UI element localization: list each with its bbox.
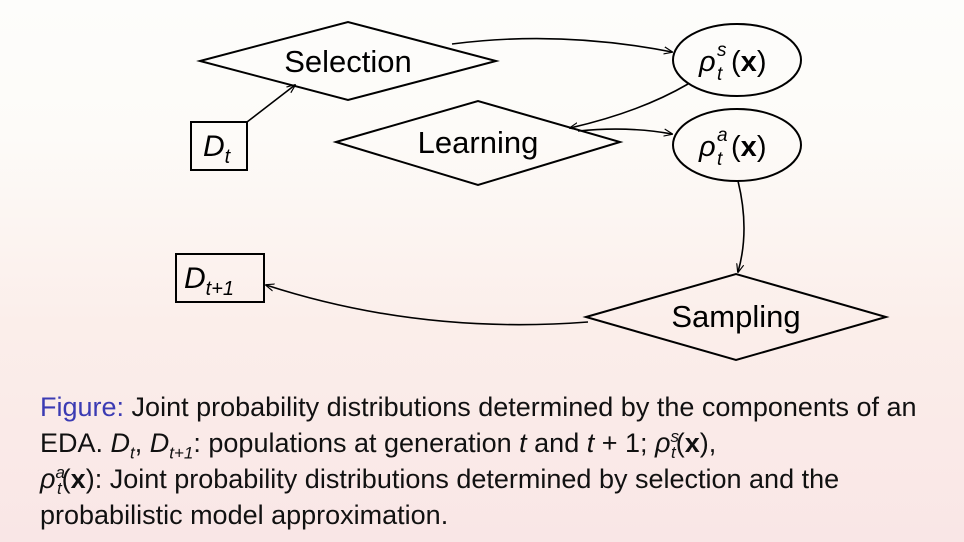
caption-paren: ( xyxy=(675,428,685,458)
caption-rho-s-sub: t xyxy=(671,443,676,463)
caption-text-1: Joint probability distributions determin… xyxy=(40,392,917,458)
caption-t2: t xyxy=(586,428,595,458)
selection-label: Selection xyxy=(284,44,412,79)
caption-text-4: + 1; xyxy=(594,428,656,458)
sampling-diamond xyxy=(582,272,890,362)
caption-sep: , xyxy=(134,428,150,458)
dt1-label: Dt+1 xyxy=(184,262,234,300)
rho-s-arg: (x) xyxy=(731,46,766,78)
caption-text-3: and xyxy=(526,428,587,458)
learning-diamond xyxy=(332,99,624,187)
caption-rho-s-sup: s xyxy=(670,427,680,446)
figure-caption: Figure: Joint probability distributions … xyxy=(40,389,956,533)
learning-label: Learning xyxy=(418,125,539,160)
rho-a-ellipse xyxy=(672,108,802,182)
caption-x: x xyxy=(684,428,700,458)
caption-dt: D xyxy=(110,428,131,458)
caption-text-5: ): Joint probability distributions deter… xyxy=(40,464,840,530)
caption-rho-a-sup: a xyxy=(55,463,65,482)
caption-rho-a: ρ xyxy=(40,464,56,494)
caption-paren2: ( xyxy=(61,464,71,494)
dt-label: Dt xyxy=(203,130,232,168)
caption-dt1: D xyxy=(149,428,170,458)
rho-a-arg: (x) xyxy=(731,131,766,163)
caption-x2: x xyxy=(70,464,86,494)
rho-s-sub: t xyxy=(717,64,723,85)
caption-dt1-sub: t+1 xyxy=(169,443,194,463)
eda-diagram: Selection Learning Sampling Dt Dt+1 ρ s … xyxy=(175,20,890,362)
caption-rho-s: ρ xyxy=(655,428,671,458)
rho-s-label: ρ xyxy=(698,46,716,78)
selection-diamond xyxy=(196,20,500,102)
arrow-dt-to-selection xyxy=(246,85,295,123)
arrow-sampling-to-dt1 xyxy=(266,285,589,326)
rho-a-label: ρ xyxy=(698,131,716,163)
figure-label: Figure: xyxy=(40,392,125,422)
sampling-label: Sampling xyxy=(671,299,800,334)
arrow-rho-s-to-learning xyxy=(570,83,689,128)
arrow-rho-a-to-sampling xyxy=(738,180,745,272)
caption-rho-a-sub: t xyxy=(56,479,62,499)
rho-a-sup: a xyxy=(717,125,728,146)
arrow-selection-to-rho-s xyxy=(451,37,672,52)
caption-dt-sub: t xyxy=(130,443,135,463)
caption-text-2: : populations at generation xyxy=(193,428,520,458)
caption-t: t xyxy=(519,428,527,458)
dt1-box xyxy=(175,253,265,303)
arrow-learning-to-rho-a xyxy=(577,128,672,134)
caption-paren-close: ), xyxy=(699,428,717,458)
rho-s-sup: s xyxy=(717,40,727,61)
dt-box xyxy=(190,121,248,171)
rho-s-ellipse xyxy=(672,23,802,97)
rho-a-sub: t xyxy=(717,149,723,170)
